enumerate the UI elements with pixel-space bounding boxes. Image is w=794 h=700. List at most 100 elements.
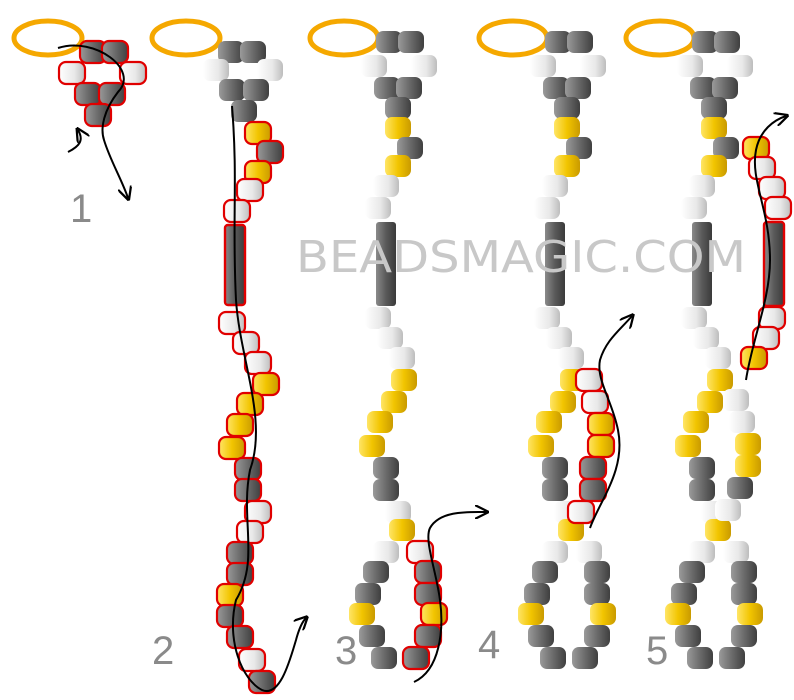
yellow-seed-bead (705, 519, 731, 541)
earring-ring (149, 18, 223, 58)
step-label-2: 2 (152, 629, 174, 673)
dark-seed-bead (396, 77, 422, 99)
light-seed-bead (681, 197, 707, 219)
light-seed-bead (580, 389, 610, 415)
light-seed-bead (231, 330, 261, 356)
thread-path-arrow (57, 44, 128, 198)
dark-seed-bead (225, 624, 255, 650)
light-seed-bead (542, 175, 568, 197)
light-seed-bead (243, 350, 273, 376)
light-seed-bead (365, 307, 391, 329)
earring-ring (307, 18, 381, 58)
yellow-seed-bead (217, 435, 247, 461)
yellow-seed-bead (367, 411, 393, 433)
light-seed-bead (566, 499, 596, 525)
dark-seed-bead (532, 561, 558, 583)
light-seed-bead (361, 55, 387, 77)
bugle-bead (545, 222, 565, 306)
yellow-seed-bead (683, 411, 709, 433)
dark-seed-bead (219, 79, 245, 101)
light-seed-bead (203, 59, 229, 81)
yellow-seed-bead (385, 155, 411, 177)
dark-seed-bead (255, 139, 285, 165)
thread-path-arrow (745, 116, 786, 381)
dark-seed-bead (373, 479, 399, 501)
light-seed-bead (377, 327, 403, 349)
light-seed-bead (715, 499, 741, 521)
light-seed-bead (677, 55, 703, 77)
light-seed-bead (757, 175, 787, 201)
dark-seed-bead (584, 583, 610, 605)
light-seed-bead (580, 55, 606, 77)
dark-seed-bead (543, 77, 569, 99)
dark-seed-bead (545, 31, 571, 53)
earring-ring (623, 18, 697, 58)
dark-seed-bead (247, 669, 277, 695)
threads-layer (57, 44, 786, 693)
dark-seed-bead (225, 561, 255, 587)
thread-path-arrow (413, 512, 486, 683)
light-seed-bead (411, 55, 437, 77)
yellow-seed-bead (225, 412, 255, 438)
light-seed-bead (534, 197, 560, 219)
yellow-seed-bead (518, 603, 544, 625)
yellow-seed-bead (389, 519, 415, 541)
light-seed-bead (235, 177, 265, 203)
dark-seed-bead (215, 603, 245, 629)
dark-seed-bead (359, 625, 385, 647)
step-label-4: 4 (478, 623, 500, 667)
beads-layer (11, 18, 793, 695)
dark-seed-bead (373, 457, 399, 479)
light-seed-bead (118, 60, 148, 86)
dark-seed-bead (100, 39, 130, 65)
dark-seed-bead (572, 647, 598, 669)
light-seed-bead (689, 175, 715, 197)
dark-seed-bead (540, 647, 566, 669)
yellow-seed-bead (554, 117, 580, 139)
dark-seed-bead (671, 583, 697, 605)
dark-seed-bead (397, 137, 423, 159)
bugle-bead (376, 222, 396, 306)
dark-seed-bead (578, 455, 608, 481)
dark-seed-bead (355, 583, 381, 605)
dark-seed-bead (567, 31, 593, 53)
dark-seed-bead (584, 561, 610, 583)
earring-ring (476, 18, 550, 58)
dark-seed-bead (689, 479, 715, 501)
light-seed-bead (576, 541, 602, 563)
dark-seed-bead (401, 645, 431, 671)
yellow-seed-bead (536, 411, 562, 433)
light-seed-bead (542, 541, 568, 563)
light-seed-bead (243, 499, 273, 525)
dark-seed-bead (690, 77, 716, 99)
yellow-seed-bead (701, 117, 727, 139)
yellow-seed-bead (558, 519, 584, 541)
yellow-seed-bead (737, 603, 763, 625)
dark-seed-bead (701, 97, 727, 119)
light-seed-bead (389, 347, 415, 369)
light-seed-bead (689, 541, 715, 563)
dark-seed-bead (566, 137, 592, 159)
dark-seed-bead (719, 647, 745, 669)
dark-seed-bead (243, 79, 269, 101)
dark-seed-bead (687, 647, 713, 669)
light-seed-bead (373, 175, 399, 197)
yellow-seed-bead (586, 411, 616, 437)
dark-seed-bead (97, 81, 127, 107)
yellow-seed-bead (735, 433, 761, 455)
yellow-seed-bead (391, 369, 417, 391)
yellow-seed-bead (590, 603, 616, 625)
dark-seed-bead (542, 479, 568, 501)
watermark-text: BEADSMAGIC.COM (296, 232, 746, 283)
dark-seed-bead (584, 625, 610, 647)
dark-seed-bead (528, 625, 554, 647)
dark-seed-bead (231, 100, 257, 122)
light-seed-bead (574, 367, 604, 393)
dark-seed-bead (679, 561, 705, 583)
dark-seed-bead (542, 457, 568, 479)
dark-seed-bead (413, 623, 443, 649)
dark-seed-bead (689, 457, 715, 479)
yellow-seed-bead (739, 345, 769, 371)
yellow-seed-bead (554, 155, 580, 177)
